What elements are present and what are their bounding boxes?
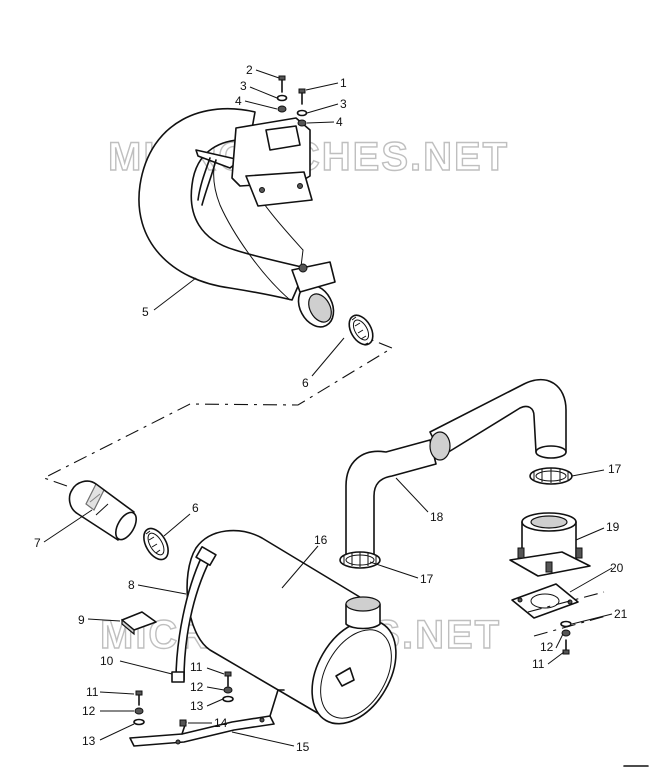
clip-14[interactable]	[179, 719, 187, 727]
nut-12-left[interactable]	[134, 707, 144, 715]
part-5-exhaust-pipe[interactable]	[138, 108, 341, 333]
callout-numbers: 2 3 4 1 3 4 5 6 7 6 8 9 10 11 12 13 11 1…	[34, 63, 628, 754]
callout-13-left: 13	[82, 734, 96, 748]
callout-11-center: 11	[190, 660, 203, 674]
callout-19: 19	[606, 520, 620, 534]
callout-6-lower: 6	[192, 501, 199, 515]
part-9-pad[interactable]	[121, 611, 157, 636]
callout-8: 8	[128, 578, 135, 592]
callout-17-lower: 17	[420, 572, 434, 586]
callout-6-upper: 6	[302, 376, 309, 390]
callout-18: 18	[430, 510, 444, 524]
bolt-11-left[interactable]	[135, 690, 143, 706]
callout-12-right: 12	[540, 640, 554, 654]
callout-1: 1	[340, 76, 347, 90]
washer-3-left[interactable]	[276, 94, 288, 102]
bolt-11-center[interactable]	[224, 671, 232, 687]
part-20-gasket[interactable]	[511, 583, 579, 619]
hardware-bolt-1[interactable]	[298, 88, 306, 105]
hardware-bolt-2[interactable]	[278, 75, 286, 93]
washer-13-center[interactable]	[222, 695, 234, 703]
part-17-clamp-lower[interactable]	[339, 551, 381, 569]
callout-17-upper: 17	[608, 462, 622, 476]
part-7-coupler[interactable]	[68, 480, 141, 543]
callout-3-right: 3	[340, 97, 347, 111]
callout-2: 2	[246, 63, 253, 77]
callout-7: 7	[34, 536, 41, 550]
callout-11-left: 11	[86, 685, 99, 699]
nut-4-right[interactable]	[297, 119, 307, 127]
part-16-muffler[interactable]	[186, 529, 413, 739]
washer-3-right[interactable]	[296, 109, 308, 117]
nut-12-center[interactable]	[223, 686, 233, 694]
part-19-housing[interactable]	[509, 512, 591, 577]
part-18-tailpipe[interactable]	[345, 378, 567, 561]
callout-15: 15	[296, 740, 310, 754]
assembly-dashed-line	[42, 331, 394, 495]
callout-10: 10	[100, 654, 114, 668]
part-6-clamp-upper[interactable]	[344, 311, 377, 349]
callout-14: 14	[214, 716, 228, 730]
callout-4-left: 4	[235, 94, 242, 108]
callout-12-left: 12	[82, 704, 96, 718]
washer-13-left[interactable]	[133, 718, 145, 726]
nut-12-right[interactable]	[561, 629, 571, 637]
callout-4-right: 4	[336, 115, 343, 129]
callout-20: 20	[610, 561, 624, 575]
callout-16: 16	[314, 533, 328, 547]
callout-13-center: 13	[190, 699, 204, 713]
washer-21[interactable]	[560, 620, 572, 628]
callout-21: 21	[614, 607, 628, 621]
callout-12-center: 12	[190, 680, 204, 694]
leader-lines	[43, 69, 613, 747]
part-8-strap[interactable]	[171, 546, 217, 683]
callout-3-left: 3	[240, 79, 247, 93]
callout-11-right: 11	[532, 657, 545, 671]
nut-4-left[interactable]	[277, 105, 287, 113]
part-15-bracket[interactable]	[129, 689, 285, 747]
callout-9: 9	[78, 613, 85, 627]
part-6-clamp-lower[interactable]	[139, 524, 173, 563]
part-17-clamp-upper[interactable]	[529, 467, 573, 485]
bolt-11-right[interactable]	[562, 639, 570, 655]
callout-5: 5	[142, 305, 149, 319]
